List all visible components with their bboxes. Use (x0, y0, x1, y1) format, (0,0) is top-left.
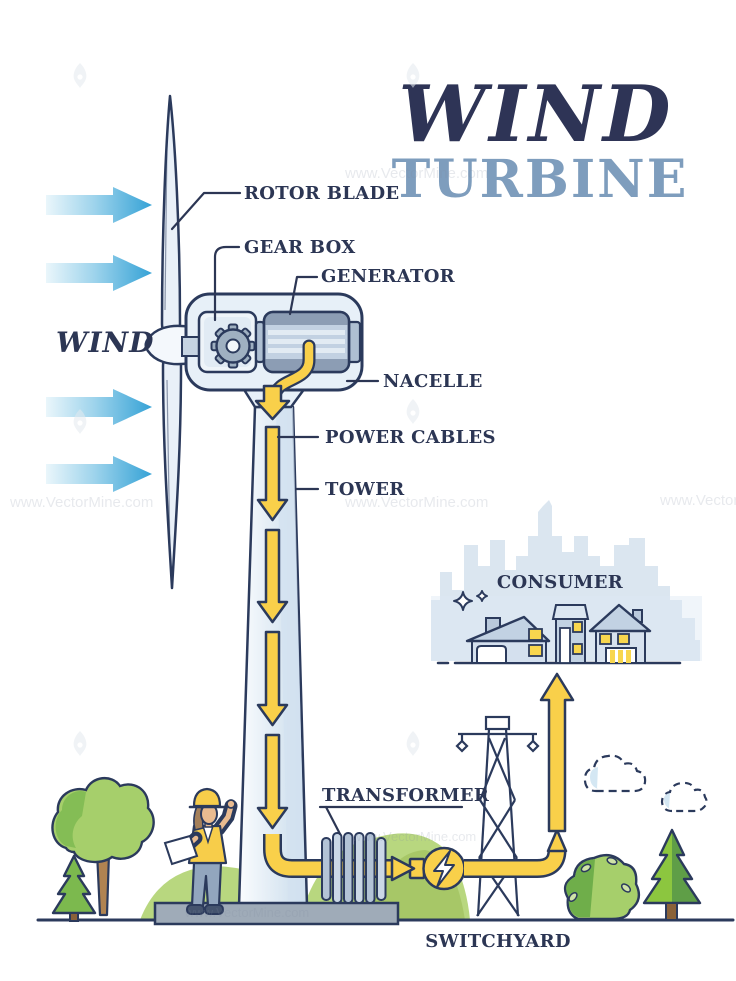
transmission-tower (455, 715, 540, 917)
house (551, 604, 590, 664)
garage-door (476, 645, 507, 664)
watermark-text: www.VectorMine.com (9, 494, 153, 511)
label-nacelle: NACELLE (383, 371, 483, 392)
worker-figure (163, 787, 238, 915)
door (559, 627, 571, 664)
wind-arrow (46, 456, 152, 492)
watermarks: www.VectorMine.com www.VectorMine.com ww… (9, 63, 736, 920)
window (528, 628, 543, 641)
label-power-cables: POWER CABLES (325, 427, 496, 448)
label-switchyard: SWITCHYARD (425, 931, 571, 952)
hard-hat-icon (192, 787, 222, 808)
pine-tree (51, 854, 97, 922)
rotor-blades (144, 94, 192, 590)
transformer-coil (321, 832, 387, 904)
window (528, 644, 543, 657)
label-gear-box: GEAR BOX (244, 237, 356, 258)
power-cable (254, 339, 316, 421)
wind-flow-label: WIND (56, 326, 154, 359)
tree (51, 777, 155, 917)
watermark-text: www.VectorMine.com (184, 905, 309, 920)
wind-arrow (46, 389, 152, 425)
clipboard (163, 834, 199, 866)
consumer-houses (436, 590, 682, 665)
lightning-bolt-icon (433, 850, 455, 888)
electricity-node (422, 846, 466, 891)
cloud-icon (660, 781, 708, 813)
house (465, 615, 551, 664)
hub-nose (144, 324, 192, 366)
label-rotor-blade: ROTOR BLADE (244, 183, 399, 204)
pen-nib-icon (73, 63, 420, 756)
window (572, 621, 583, 633)
label-tower: TOWER (325, 479, 405, 500)
label-generator: GENERATOR (321, 266, 456, 287)
raised-hand (226, 799, 236, 809)
wind-flow: WIND (46, 187, 154, 492)
bush (563, 853, 641, 921)
page-title: WIND (398, 69, 673, 160)
house (588, 603, 652, 664)
watermark-text: www.VectorMine.com (351, 829, 476, 844)
gearbox (197, 310, 258, 374)
watermark-text: www.VectorMine.com (344, 494, 488, 511)
window (572, 643, 583, 655)
nacelle-assembly (181, 292, 364, 421)
watermark-text: www.VectorMine.com (659, 492, 736, 509)
cloud-icon (583, 754, 647, 793)
window (599, 633, 612, 645)
page-subtitle: TURBINE (392, 149, 689, 210)
power-flow-to-consumer (464, 672, 575, 878)
wind-arrow (46, 255, 152, 291)
label-consumer: CONSUMER (497, 572, 624, 593)
wind-arrow (46, 187, 152, 223)
pine-tree (642, 828, 702, 921)
label-transformer: TRANSFORMER (322, 785, 490, 806)
part-label-annotations: ROTOR BLADE GEAR BOX GENERATOR NACELLE P… (170, 183, 624, 952)
watermark-text: www.VectorMine.com (344, 165, 488, 182)
rotor-blade-bottom (161, 354, 183, 590)
power-flow-arrows (256, 425, 426, 882)
sparkle-icon (476, 590, 488, 602)
sparkle-icon (453, 591, 473, 611)
window (617, 633, 630, 645)
gear-icon (210, 323, 256, 369)
